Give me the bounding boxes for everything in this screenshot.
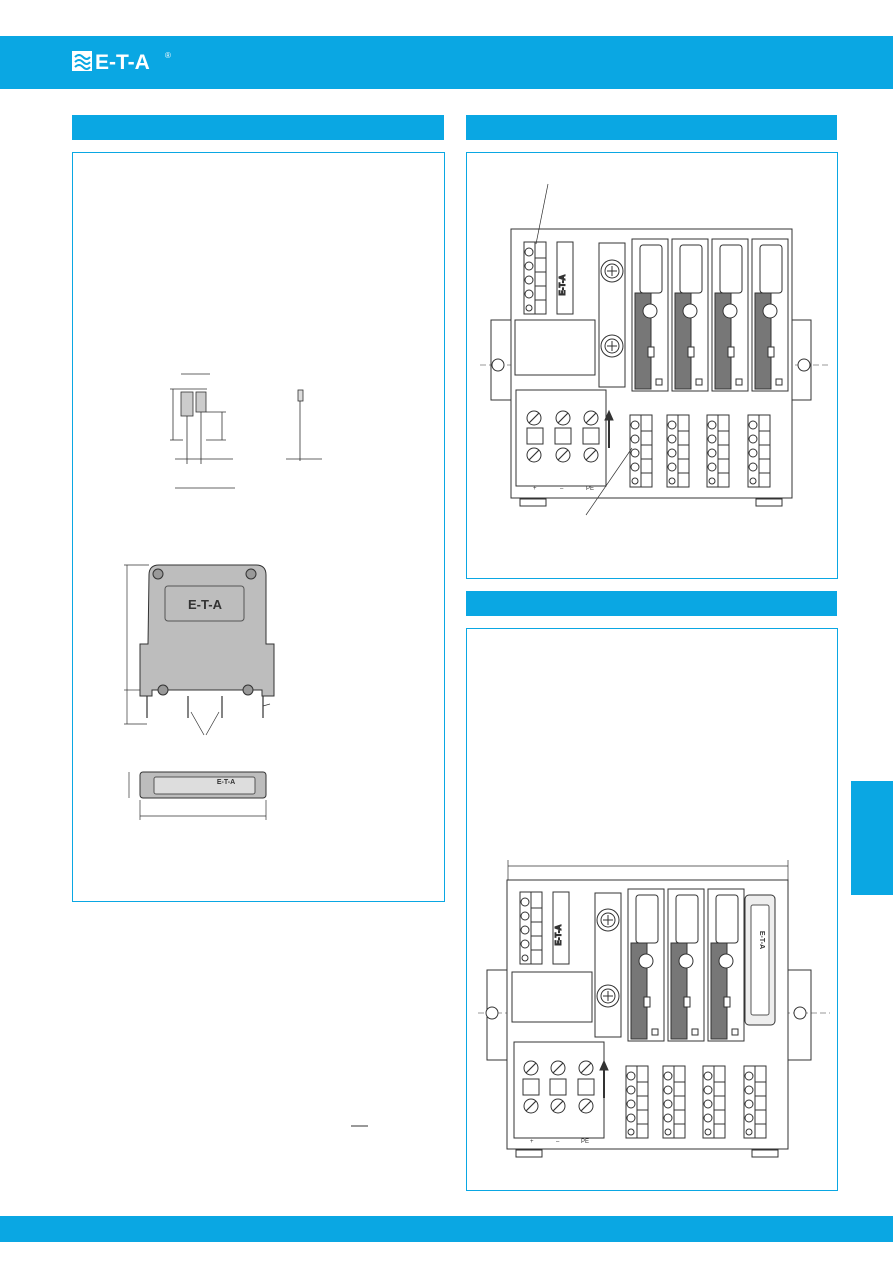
- footer-band: [0, 1216, 893, 1242]
- blank-module-brand: E-T-A: [758, 931, 765, 949]
- terminal-mark-pe: PE: [586, 486, 594, 492]
- terminal-mark-pe-bottom: PE: [581, 1139, 589, 1145]
- header-band: [0, 36, 893, 89]
- terminal-mark-plus: +: [533, 486, 537, 492]
- blank-module: E-T-A: [744, 894, 776, 1026]
- terminal-mark-minus: –: [560, 486, 564, 492]
- module-vertical-brand-bottom: E-T-A: [554, 924, 563, 945]
- relay-side-view: E-T-A: [128, 771, 267, 820]
- module-vertical-brand-top: E-T-A: [558, 274, 567, 295]
- relay-front-view: E-T-A: [124, 564, 275, 736]
- module-assembly-bottom: E-T-A E-T-A + – PE: [478, 860, 830, 1158]
- section-bar-right-top: [466, 115, 837, 140]
- module-assembly-top: E-T-A + – PE: [480, 183, 830, 516]
- relay-side-brand: E-T-A: [217, 779, 235, 786]
- section-bar-right-bottom: [466, 591, 837, 616]
- relay-pin-dimension-drawing: [170, 373, 322, 489]
- eta-logo: E-T-A ®: [72, 51, 171, 73]
- logo-text: E-T-A: [95, 51, 150, 73]
- terminal-mark-plus-bottom: +: [530, 1139, 534, 1145]
- relay-front-brand: E-T-A: [188, 597, 223, 612]
- registered-mark: ®: [165, 51, 171, 60]
- section-bar-left: [72, 115, 444, 140]
- chapter-tab: [851, 781, 893, 895]
- terminal-mark-minus-bottom: –: [556, 1139, 560, 1145]
